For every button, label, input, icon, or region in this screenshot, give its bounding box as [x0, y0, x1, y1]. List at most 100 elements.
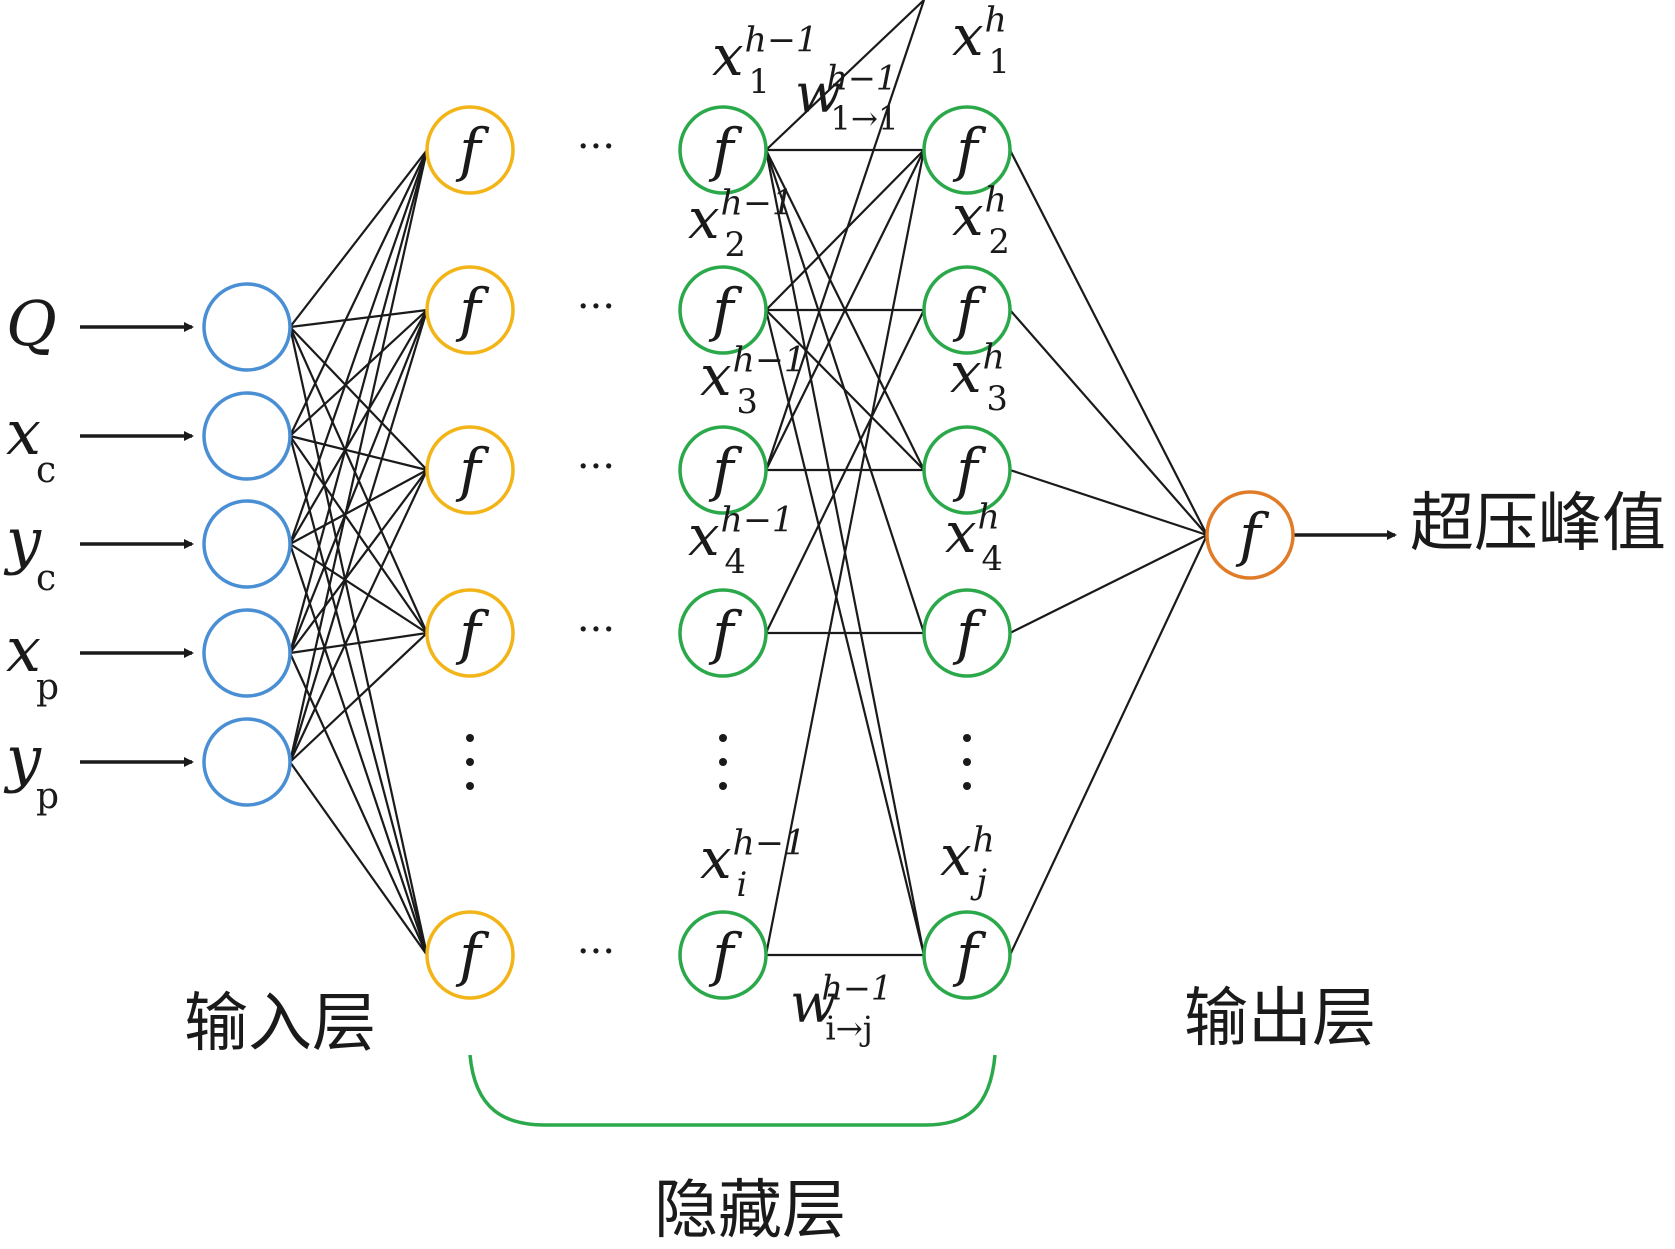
edge-curr-2-to-output — [1009, 468, 1208, 537]
hidden-curr-node-2: f — [922, 425, 1012, 515]
hidden-curr-node-1: f — [922, 265, 1012, 355]
edge-input-3-to-hidden1-4 — [288, 652, 429, 956]
ellipsis-vertical-1 — [719, 734, 727, 790]
input-node-4 — [202, 717, 292, 807]
edge-input-1-to-hidden1-4 — [288, 435, 429, 956]
edge-input-0-to-hidden1-0 — [289, 149, 428, 328]
weight-label-top: wh−11→1 — [795, 58, 899, 137]
svg-text:2: 2 — [988, 222, 1009, 261]
svg-text:x: x — [6, 396, 41, 469]
edge-input-2-to-hidden1-1 — [289, 309, 428, 545]
ellipsis-horizontal-1: ··· — [577, 284, 615, 330]
edge-input-4-to-hidden1-1 — [288, 309, 429, 763]
ellipsis-horizontal-4: ··· — [577, 929, 615, 975]
output-layer-label: 输出层 — [1184, 982, 1376, 1056]
svg-text:h−1: h−1 — [720, 500, 794, 540]
ellipsis-horizontal-0: ··· — [577, 124, 615, 170]
input-layer-label: 输入层 — [184, 987, 376, 1061]
edge-curr-3-to-output — [1009, 534, 1208, 634]
input-label-2: yc — [3, 504, 56, 599]
input-node-0 — [202, 282, 292, 372]
svg-text:x: x — [952, 184, 984, 249]
output-peak-label: 超压峰值 — [1410, 487, 1666, 561]
weight-label-bottom: wh−1i→j — [790, 968, 892, 1047]
edge-input-4-to-hidden1-3 — [289, 632, 428, 763]
edge-input-3-to-hidden1-3 — [289, 631, 428, 655]
svg-text:p: p — [36, 776, 59, 817]
edge-input-4-to-hidden1-0 — [288, 149, 429, 763]
input-label-3: xp — [6, 613, 59, 708]
edge-prev-3-to-curr-1 — [765, 309, 925, 634]
svg-text:x: x — [700, 344, 732, 409]
edge-input-1-to-hidden1-1 — [289, 309, 428, 437]
hidden1-node-2: f — [425, 425, 515, 515]
hidden-prev-node-1: f — [678, 265, 768, 355]
svg-text:x: x — [952, 4, 984, 69]
ellipsis-horizontal-2: ··· — [577, 444, 615, 490]
edge-prev-1-to-curr-2 — [765, 309, 925, 471]
input-node-2 — [202, 499, 292, 589]
svg-text:4: 4 — [981, 539, 1002, 578]
svg-text:h: h — [982, 337, 1004, 377]
edge-input-0-to-hidden1-1 — [289, 308, 428, 329]
svg-text:j: j — [969, 862, 986, 901]
edge-input-2-to-hidden1-4 — [288, 543, 429, 956]
hidden1-node-3: f — [425, 588, 515, 678]
svg-text:y: y — [3, 722, 42, 795]
edge-prev-2-to-curr-0 — [765, 149, 925, 471]
svg-text:h−1: h−1 — [826, 58, 897, 97]
svg-text:x: x — [940, 824, 972, 889]
edge-input-3-to-hidden1-0 — [288, 149, 429, 654]
edge-input-3-to-hidden1-2 — [289, 469, 428, 654]
svg-text:h: h — [977, 497, 999, 537]
ellipsis-horizontal-3: ··· — [577, 607, 615, 653]
svg-text:3: 3 — [986, 379, 1007, 418]
svg-text:1→1: 1→1 — [830, 99, 898, 137]
hidden-curr-node-0: f — [922, 105, 1012, 195]
edge-curr-4-to-output — [1009, 534, 1208, 956]
connection-edges — [288, 0, 1208, 957]
edge-input-1-to-hidden1-0 — [289, 149, 428, 437]
svg-text:x: x — [950, 341, 982, 406]
edge-prev-0-to-curr-5 — [765, 0, 925, 151]
hidden-layer-bracket — [468, 1054, 997, 1127]
svg-text:3: 3 — [736, 382, 757, 421]
edge-prev-2-to-curr-5 — [764, 0, 926, 471]
edge-input-2-to-hidden1-3 — [289, 543, 428, 634]
svg-text:p: p — [36, 667, 59, 708]
svg-text:x: x — [6, 613, 41, 686]
hidden1-node-1: f — [425, 265, 515, 355]
svg-text:h−1: h−1 — [720, 183, 794, 223]
input-node-1 — [202, 391, 292, 481]
svg-text:h−1: h−1 — [732, 340, 806, 380]
hidden-prev-node-3: f — [678, 588, 768, 678]
input-label-4: yp — [3, 722, 59, 817]
edge-prev-4-to-curr-0 — [764, 149, 926, 956]
input-node-3 — [202, 608, 292, 698]
svg-text:Q: Q — [6, 287, 57, 360]
hidden-prev-node-0: f — [678, 105, 768, 195]
svg-text:4: 4 — [724, 542, 745, 581]
svg-text:i: i — [736, 865, 747, 904]
ellipsis-vertical-0 — [466, 734, 474, 790]
edge-input-2-to-hidden1-2 — [289, 469, 428, 545]
edge-prev-1-to-curr-0 — [765, 149, 925, 311]
edge-input-0-to-hidden1-4 — [288, 326, 429, 956]
svg-text:x: x — [688, 187, 720, 252]
svg-text:x: x — [700, 827, 732, 892]
ellipsis-vertical-2 — [963, 734, 971, 790]
edge-input-3-to-hidden1-1 — [288, 309, 429, 654]
edge-curr-0-to-output — [1009, 149, 1208, 536]
hidden-prev-node-4: f — [678, 910, 768, 1000]
svg-text:h−1: h−1 — [744, 20, 818, 60]
svg-text:i→j: i→j — [825, 1009, 873, 1047]
input-label-0: Q — [6, 287, 57, 360]
hidden1-node-0: f — [425, 105, 515, 195]
